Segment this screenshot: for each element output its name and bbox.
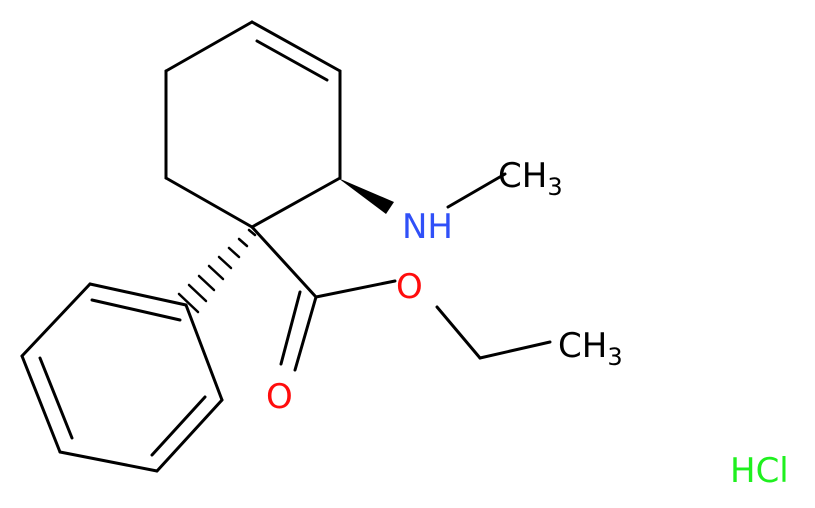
ester-group	[250, 225, 552, 372]
n-methyl-label: CH3	[498, 156, 563, 201]
bond-carbonyl-o-double-b	[279, 290, 302, 366]
nh-label: NH	[402, 207, 453, 247]
bond-c4-c5-double	[255, 39, 329, 82]
n-methyl-ch: CH	[498, 156, 547, 196]
bond-c1-carbonyl	[250, 225, 318, 299]
phenyl-bond-2	[20, 282, 92, 358]
wedge-bond-c6-n	[338, 178, 394, 214]
phenyl-bond-1	[88, 282, 188, 307]
phenyl-bond-3-inner	[38, 356, 74, 440]
bond-c6-c1	[250, 176, 342, 229]
phenyl-bond-4	[58, 450, 159, 473]
bond-carbonyl-ester-o	[314, 279, 397, 299]
ethyl-ch: CH	[558, 326, 607, 366]
phenyl-bond-5-inner	[150, 395, 207, 457]
bond-c4-c5	[250, 20, 342, 73]
phenyl-bond-3	[20, 354, 62, 454]
cyclohexene-ring	[164, 20, 342, 229]
phenyl-bond-6	[184, 303, 224, 402]
ethyl-subscript: 3	[607, 343, 622, 371]
bond-c3-c4	[164, 20, 254, 73]
phenyl-ring	[20, 282, 224, 473]
bond-ch2-ch3	[478, 340, 552, 360]
hashed-bond-c1-phenyl	[177, 228, 257, 314]
hcl-salt-label: HCl	[730, 451, 789, 491]
ester-oxygen-label: O	[396, 267, 423, 307]
ethyl-methyl-label: CH3	[558, 326, 623, 371]
bond-c1-c2	[164, 176, 254, 229]
phenyl-bond-5	[155, 398, 224, 473]
phenyl-bond-1-inner	[90, 298, 182, 322]
bond-n-methyl	[446, 172, 507, 209]
bond-carbonyl-o-double-a	[293, 295, 318, 372]
bond-ester-o-ch2	[435, 305, 482, 360]
carbonyl-oxygen-label: O	[266, 377, 293, 417]
n-methyl-subscript: 3	[547, 173, 562, 201]
